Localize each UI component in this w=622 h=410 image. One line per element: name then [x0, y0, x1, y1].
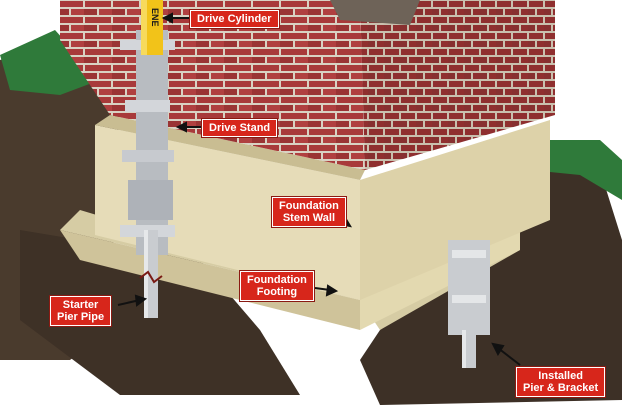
label-drive-stand-text: Drive Stand	[209, 122, 271, 134]
label-stem-wall: Foundation Stem Wall	[272, 197, 346, 227]
label-stem-wall-line2: Stem Wall	[282, 212, 336, 224]
drive-cylinder	[141, 0, 163, 55]
label-installed-pier-line2: Pier & Bracket	[523, 382, 599, 394]
label-starter-pipe-line2: Pier Pipe	[57, 311, 105, 323]
stem-wall-side	[360, 120, 550, 300]
label-installed-pier: Installed Pier & Bracket	[516, 367, 606, 397]
installed-pier-bracket	[448, 240, 490, 368]
label-footing-line2: Footing	[256, 286, 298, 298]
label-starter-pipe-line1: Starter	[62, 299, 99, 311]
starter-pier-pipe	[139, 230, 163, 318]
soil-right-pit	[360, 160, 622, 405]
label-stem-wall-line1: Foundation	[279, 200, 339, 212]
label-drive-cylinder-text: Drive Cylinder	[197, 13, 272, 25]
label-footing-line1: Foundation	[247, 274, 307, 286]
label-drive-stand: Drive Stand	[202, 119, 278, 137]
brick-top	[330, 0, 420, 25]
grass-left	[0, 30, 100, 95]
label-starter-pipe: Starter Pier Pipe	[50, 296, 112, 326]
cylinder-print: ENE	[150, 8, 160, 27]
footing-front	[60, 230, 360, 330]
brick-wall-side	[360, 0, 555, 170]
label-installed-pier-line1: Installed	[538, 370, 583, 382]
soil-floor	[20, 230, 300, 395]
label-footing: Foundation Footing	[240, 271, 314, 301]
label-drive-cylinder: Drive Cylinder	[190, 10, 279, 28]
drive-stand	[120, 30, 175, 255]
